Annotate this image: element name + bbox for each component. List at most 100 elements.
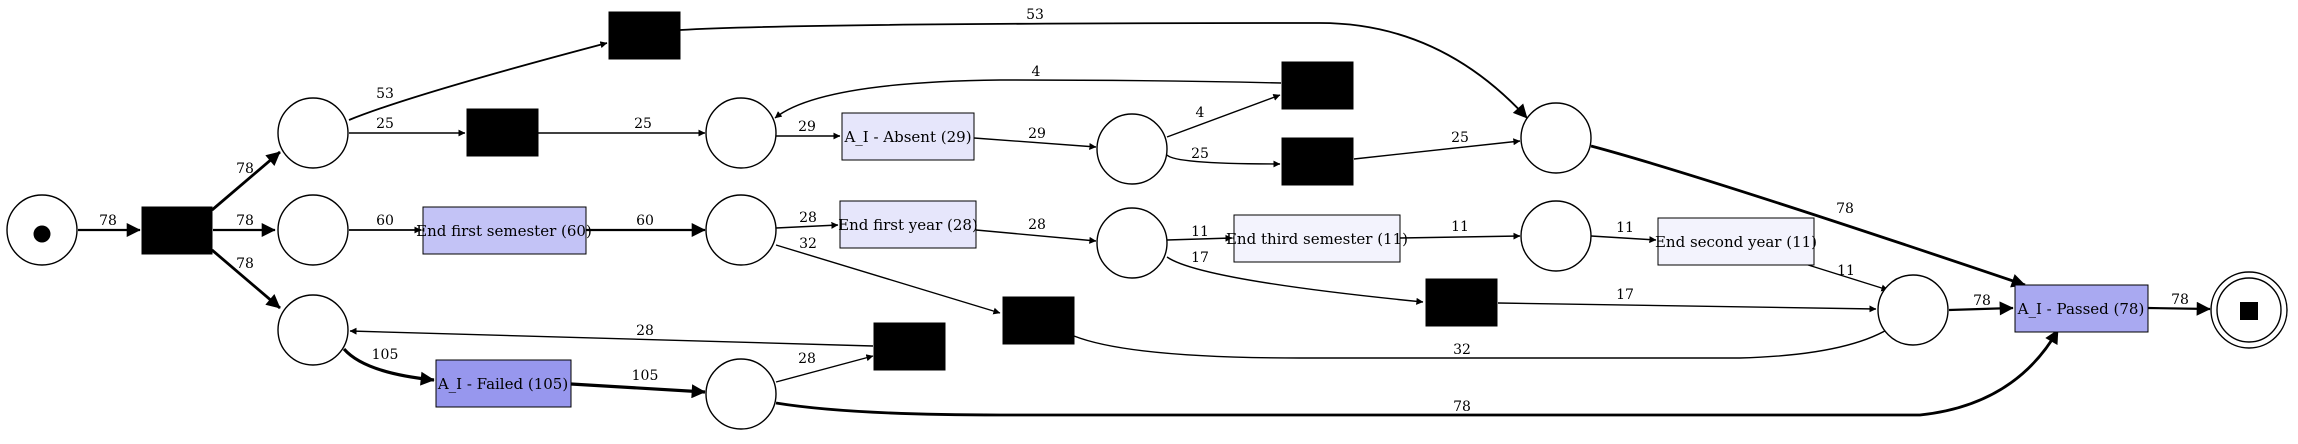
edge-label-e28: 78	[1973, 293, 1991, 309]
start-token	[33, 225, 51, 243]
edge-p6-to-tau-32	[775, 244, 1001, 315]
edge-p5-to-tau-25b	[1166, 154, 1281, 168]
edge-label-e9: 29	[798, 119, 816, 135]
place-p3	[277, 294, 349, 366]
silent-transition-loop4	[1281, 61, 1354, 110]
edge-label-e11: 4	[1196, 105, 1205, 121]
edge-tau-top-to-p10	[679, 22, 1528, 119]
silent-transition-mid	[466, 108, 539, 157]
transition-end-first-year: End first year (28)	[838, 200, 978, 249]
edge-label-e12: 4	[1032, 64, 1041, 80]
transition-end-first-semester: End first semester (60)	[416, 206, 592, 255]
edge-label-e3: 78	[236, 213, 254, 229]
silent-transition-32	[1002, 296, 1075, 345]
transition-failed: A_I - Failed (105)	[435, 359, 572, 408]
edge-label-e32: 28	[798, 351, 816, 367]
edge-p8-to-esy	[1590, 235, 1657, 244]
edge-label-e24: 11	[1616, 220, 1634, 236]
transition-label-end-third-semester: End third semester (11)	[1226, 230, 1408, 248]
place-p2	[277, 194, 349, 266]
edge-tau-25b-to-p10	[1353, 138, 1521, 160]
edge-label-e5: 53	[376, 86, 394, 102]
place-p9	[1877, 274, 1949, 346]
transition-absent: A_I - Absent (29)	[841, 112, 975, 161]
edge-passed-to-end	[2147, 301, 2211, 316]
edge-label-e33: 28	[636, 323, 654, 339]
edge-label-e4: 78	[236, 256, 254, 272]
edge-label-e20: 28	[1028, 217, 1046, 233]
edge-p7-to-ets	[1166, 234, 1233, 242]
silent-transition-top	[608, 11, 681, 60]
edge-label-e17: 60	[636, 213, 654, 229]
edge-p11-to-tau-28	[775, 354, 874, 383]
edge-tau-loop4-to-p4	[774, 79, 1282, 119]
edge-label-e30: 105	[372, 347, 399, 363]
transition-end-second-year: End second year (11)	[1655, 217, 1817, 266]
edge-label-e13: 25	[1191, 146, 1209, 162]
edge-efy-to-p7	[975, 229, 1097, 244]
transition-label-end-second-year: End second year (11)	[1655, 233, 1817, 251]
edge-label-e18: 28	[799, 210, 817, 226]
edge-label-e16: 60	[376, 213, 394, 229]
edge-label-e10: 29	[1028, 126, 1046, 142]
transition-label-absent: A_I - Absent (29)	[843, 128, 971, 146]
place-p7	[1096, 207, 1168, 279]
edge-p1-to-tau-top	[348, 41, 608, 121]
transition-passed: A_I - Passed (78)	[2014, 284, 2149, 333]
place-p1	[277, 97, 349, 169]
place-p8	[1520, 200, 1592, 272]
edge-p6-to-efy	[775, 221, 839, 229]
transition-label-end-first-semester: End first semester (60)	[416, 222, 592, 240]
edge-ets-to-p8	[1399, 232, 1521, 240]
edge-tau-32-to-p9	[1073, 325, 1894, 359]
edge-p3-to-failed	[342, 347, 435, 386]
place-p10	[1520, 102, 1592, 174]
edge-label-e15: 78	[1836, 201, 1854, 217]
transition-label-end-first-year: End first year (28)	[838, 216, 978, 234]
edge-label-e8: 25	[634, 116, 652, 132]
edge-split-to-p3	[211, 248, 281, 310]
edge-label-e26: 17	[1616, 287, 1634, 303]
edge-split-to-p1	[211, 150, 281, 212]
transition-label-failed: A_I - Failed (105)	[437, 375, 568, 393]
edge-p5-to-tau-loop4	[1166, 94, 1281, 138]
edge-p10-to-passed	[1590, 144, 2026, 288]
edge-label-e27: 32	[1453, 342, 1471, 358]
edge-label-e23: 11	[1451, 219, 1469, 235]
edge-label-e19: 32	[799, 236, 817, 252]
edge-label-e14: 25	[1451, 130, 1469, 146]
silent-transition-25b	[1281, 137, 1354, 186]
places	[6, 97, 2288, 430]
edge-label-e31: 105	[632, 368, 659, 384]
edge-label-e25: 11	[1837, 263, 1855, 279]
edge-label-e1: 78	[99, 213, 117, 229]
edge-label-e22: 17	[1191, 250, 1209, 266]
transitions: A_I - Absent (29) End first semester (60…	[141, 11, 2149, 408]
edge-p7-to-tau-17	[1166, 256, 1424, 305]
transition-label-passed: A_I - Passed (78)	[2017, 300, 2145, 318]
edge-label-e6: 25	[376, 116, 394, 132]
edge-absent-to-p5	[973, 137, 1097, 151]
place-p11	[705, 358, 777, 430]
edge-label-e34: 78	[1453, 399, 1471, 415]
silent-transition-split	[141, 206, 213, 255]
silent-transition-17	[1425, 278, 1498, 327]
edges: 78 78 78 78 53 25 53 25 29 29 4 4	[78, 7, 2211, 417]
edge-p11-to-passed	[775, 329, 2060, 417]
edge-label-e21: 11	[1191, 224, 1209, 240]
edge-failed-to-p11	[570, 382, 706, 399]
edge-p9-to-passed	[1948, 301, 2014, 316]
edge-tau-17-to-p9	[1497, 302, 1877, 313]
edge-label-e7: 53	[1026, 7, 1044, 23]
edge-label-e29: 78	[2171, 292, 2189, 308]
place-p6	[705, 194, 777, 266]
edge-label-e2: 78	[236, 161, 254, 177]
silent-transition-28	[873, 322, 946, 371]
edge-esy-to-p9	[1804, 263, 1889, 292]
end-square	[2240, 302, 2258, 320]
place-p4	[705, 97, 777, 169]
place-p5	[1096, 113, 1168, 185]
transition-end-third-semester: End third semester (11)	[1226, 214, 1408, 263]
edge-tau-28-to-p3	[349, 327, 874, 347]
